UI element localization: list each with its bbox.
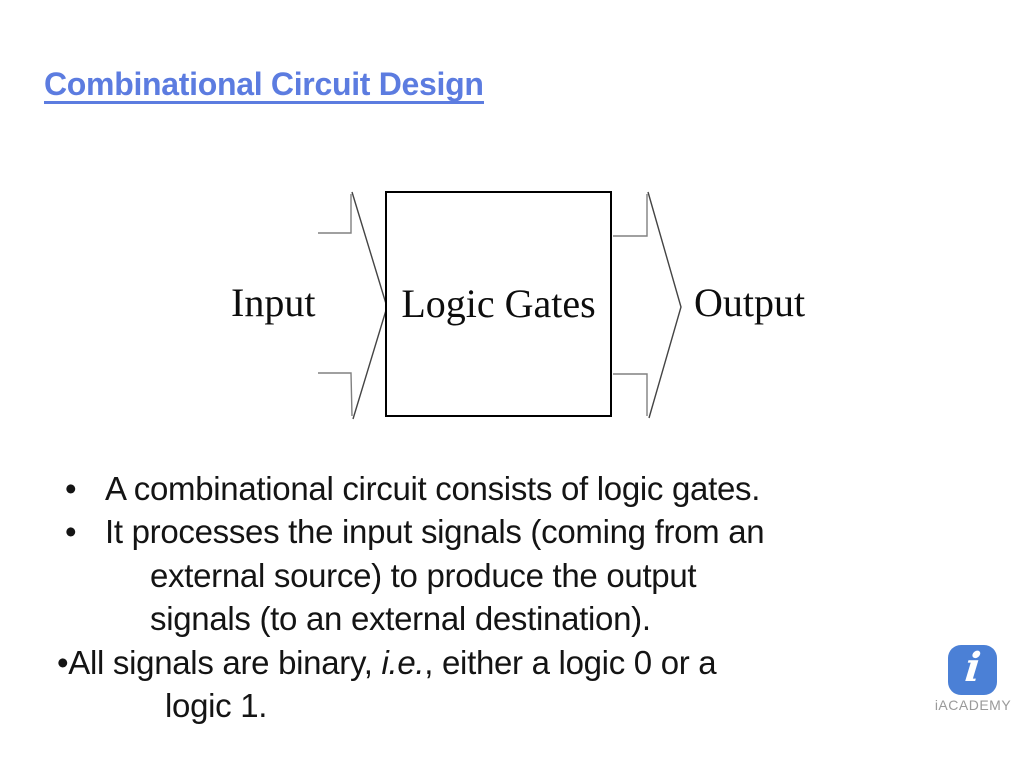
output-chevron bbox=[647, 191, 682, 419]
bullet-continuation-line: signals (to an external destination). bbox=[0, 597, 1010, 640]
input-top-wire bbox=[318, 194, 352, 234]
logic-gates-box: Logic Gates bbox=[385, 191, 612, 417]
bullet-text: signals (to an external destination). bbox=[150, 600, 651, 638]
output-bottom-wire bbox=[613, 373, 648, 416]
bullet-text: external source) to produce the output bbox=[150, 556, 697, 594]
output-top-wire bbox=[613, 194, 648, 237]
bullet-text: , either a logic 0 or a bbox=[424, 643, 717, 681]
slide-title: Combinational Circuit Design bbox=[44, 66, 484, 104]
output-arrow bbox=[613, 191, 682, 419]
input-chevron bbox=[351, 191, 388, 420]
bullet-marker: • bbox=[65, 470, 77, 507]
bullet-continuation-line: logic 1. bbox=[0, 684, 1010, 727]
logic-gates-label: Logic Gates bbox=[401, 281, 596, 326]
input-bottom-wire bbox=[318, 372, 353, 417]
iacademy-icon: i bbox=[948, 644, 997, 695]
bullet-text: A combinational circuit consists of logi… bbox=[105, 470, 761, 507]
bullet-text: It processes the input signals (coming f… bbox=[105, 513, 765, 551]
bullet-marker: • bbox=[65, 513, 77, 551]
bullet-text-italic: i.e. bbox=[381, 643, 425, 681]
bullet-marker: • bbox=[57, 643, 69, 681]
bullet-line: • It processes the input signals (coming … bbox=[0, 510, 1010, 553]
iacademy-wordmark: iACADEMY bbox=[934, 697, 1012, 713]
bullet-text: logic 1. bbox=[165, 687, 268, 725]
input-label: Input bbox=[231, 280, 316, 325]
bullet-line: •All signals are binary, i.e., either a … bbox=[0, 641, 1010, 684]
logo-letter-i: i bbox=[962, 644, 983, 691]
input-arrow bbox=[318, 191, 388, 420]
output-label: Output bbox=[694, 280, 806, 325]
slide-title-row: Combinational Circuit Design bbox=[44, 66, 484, 104]
bullet-line: • A combinational circuit consists of log… bbox=[0, 467, 1010, 510]
bullet-continuation-line: external source) to produce the output bbox=[0, 554, 1010, 597]
bullet-text: All signals are binary, bbox=[68, 643, 382, 681]
bullet-list: • A combinational circuit consists of log… bbox=[0, 467, 1010, 727]
